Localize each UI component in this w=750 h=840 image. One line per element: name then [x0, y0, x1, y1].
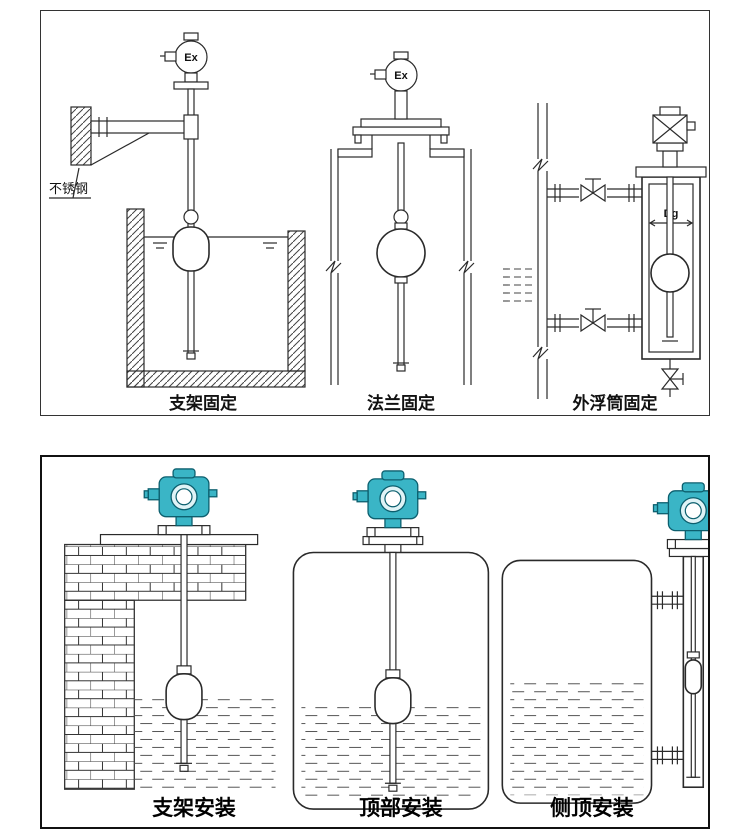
- mounting-flange: [352, 126, 450, 136]
- ex-marking: Ex: [394, 70, 408, 82]
- installation-methods-drawing: 支架安装 顶部安装 侧顶安装: [64, 468, 708, 820]
- caption-top-installation: 顶部安装: [359, 796, 443, 820]
- diagram-external-chamber-fixed: Dg: [503, 103, 707, 399]
- float-ball: [684, 659, 703, 695]
- stainless-steel-label: 不锈钢: [49, 181, 88, 196]
- liquid-area: [510, 679, 644, 796]
- fixing-methods-panel: Ex 不锈钢: [40, 10, 710, 416]
- caption-bracket-installation: 支架安装: [152, 796, 236, 820]
- isolation-valve-bottom: [579, 308, 607, 333]
- level-transmitter: [143, 468, 218, 536]
- isolation-valve-top: [579, 178, 607, 203]
- caption-side-top-installation: 侧顶安装: [550, 796, 634, 820]
- float-ball: [165, 673, 203, 721]
- brick-ledge: [64, 543, 247, 601]
- caption-flange-fixed: 法兰固定: [367, 393, 435, 413]
- diagram-bracket-installation: [64, 468, 276, 790]
- float-ball: [376, 228, 426, 278]
- diagram-flange-fixed: Ex: [325, 51, 475, 385]
- float-ball: [172, 226, 210, 272]
- ex-marking: Ex: [184, 52, 198, 64]
- fixing-methods-drawing: Ex 不锈钢: [49, 32, 707, 413]
- support-platform: [99, 533, 259, 546]
- caption-external-chamber-fixed: 外浮筒固定: [573, 393, 658, 413]
- brick-wall: [64, 599, 135, 790]
- liquid-area: [134, 695, 276, 790]
- diagram-top-installation: [292, 470, 490, 810]
- float-ball: [374, 677, 412, 725]
- installation-methods-panel: 支架安装 顶部安装 侧顶安装: [40, 455, 710, 829]
- diagram-side-top-installation: [501, 482, 708, 804]
- wall-plate: [70, 106, 92, 166]
- caption-bracket-fixed: 支架固定: [169, 393, 237, 413]
- float-ball: [650, 253, 690, 293]
- diagram-bracket-fixed: Ex 不锈钢: [49, 32, 306, 388]
- level-transmitter: [652, 482, 708, 550]
- tank-flange: [362, 535, 424, 546]
- level-transmitter: [352, 470, 427, 538]
